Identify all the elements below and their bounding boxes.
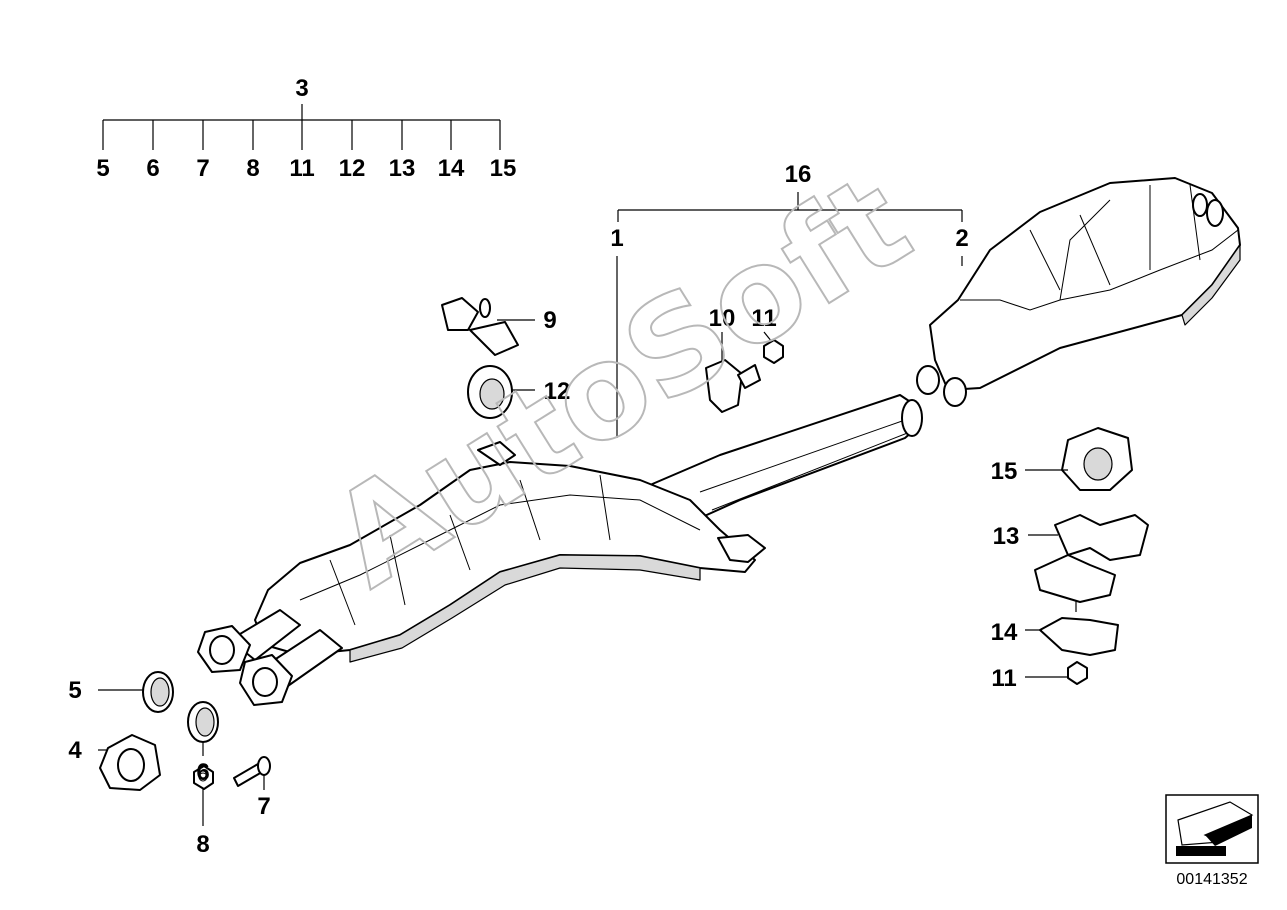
group-3-child-label: 11 <box>289 155 314 182</box>
document-number: 00141352 <box>1176 871 1247 888</box>
clamp-9 <box>441 297 519 356</box>
front-silencer <box>254 441 766 663</box>
callout-11-top: 11 <box>751 305 776 332</box>
nut-11-top <box>763 339 784 364</box>
callout-15: 15 <box>991 458 1018 485</box>
callout-8: 8 <box>196 831 209 858</box>
group-3-child-label: 15 <box>490 155 517 182</box>
group-16-bracket: 16 1 2 <box>610 161 969 438</box>
leader-lines <box>98 319 1068 826</box>
callout-16: 16 <box>785 161 812 188</box>
group-3-child-label: 6 <box>146 155 159 182</box>
rubber-mount-12 <box>467 365 513 419</box>
nut-11-bottom <box>1067 661 1088 685</box>
callout-9: 9 <box>543 307 556 334</box>
arrow-navigation-icon <box>1165 794 1259 864</box>
nut-8 <box>193 765 214 790</box>
group-3-children: 5 6 7 8 11 12 13 14 15 <box>96 155 516 182</box>
callout-3: 3 <box>295 75 308 102</box>
rear-silencer <box>916 177 1241 407</box>
callout-11-bottom: 11 <box>991 665 1016 692</box>
hanger-13 <box>1034 514 1149 612</box>
front-pipes <box>197 609 343 706</box>
callout-10: 10 <box>709 305 736 332</box>
intermediate-pipes <box>649 394 923 519</box>
group-3-child-label: 5 <box>96 155 109 182</box>
group-3-bracket: 3 5 6 7 8 11 12 13 14 15 <box>96 75 516 182</box>
bracket-14 <box>1039 617 1119 656</box>
callout-13: 13 <box>993 523 1020 550</box>
callout-6: 6 <box>196 759 209 786</box>
group-3-child-label: 12 <box>339 155 366 182</box>
callout-7: 7 <box>257 793 270 820</box>
bracket-10 <box>705 359 761 413</box>
gasket-5 <box>142 671 174 713</box>
rubber-ring-15 <box>1061 427 1133 491</box>
callout-5: 5 <box>68 677 81 704</box>
flange-4 <box>99 734 161 791</box>
callout-12: 12 <box>544 378 571 405</box>
group-3-child-label: 13 <box>389 155 416 182</box>
gasket-6 <box>187 701 219 743</box>
group-3-child-label: 7 <box>196 155 209 182</box>
callout-1: 1 <box>610 225 623 252</box>
callout-2: 2 <box>955 225 968 252</box>
callout-14: 14 <box>991 619 1018 646</box>
group-3-child-label: 14 <box>438 155 465 182</box>
callout-4: 4 <box>68 737 82 764</box>
group-3-child-label: 8 <box>246 155 259 182</box>
